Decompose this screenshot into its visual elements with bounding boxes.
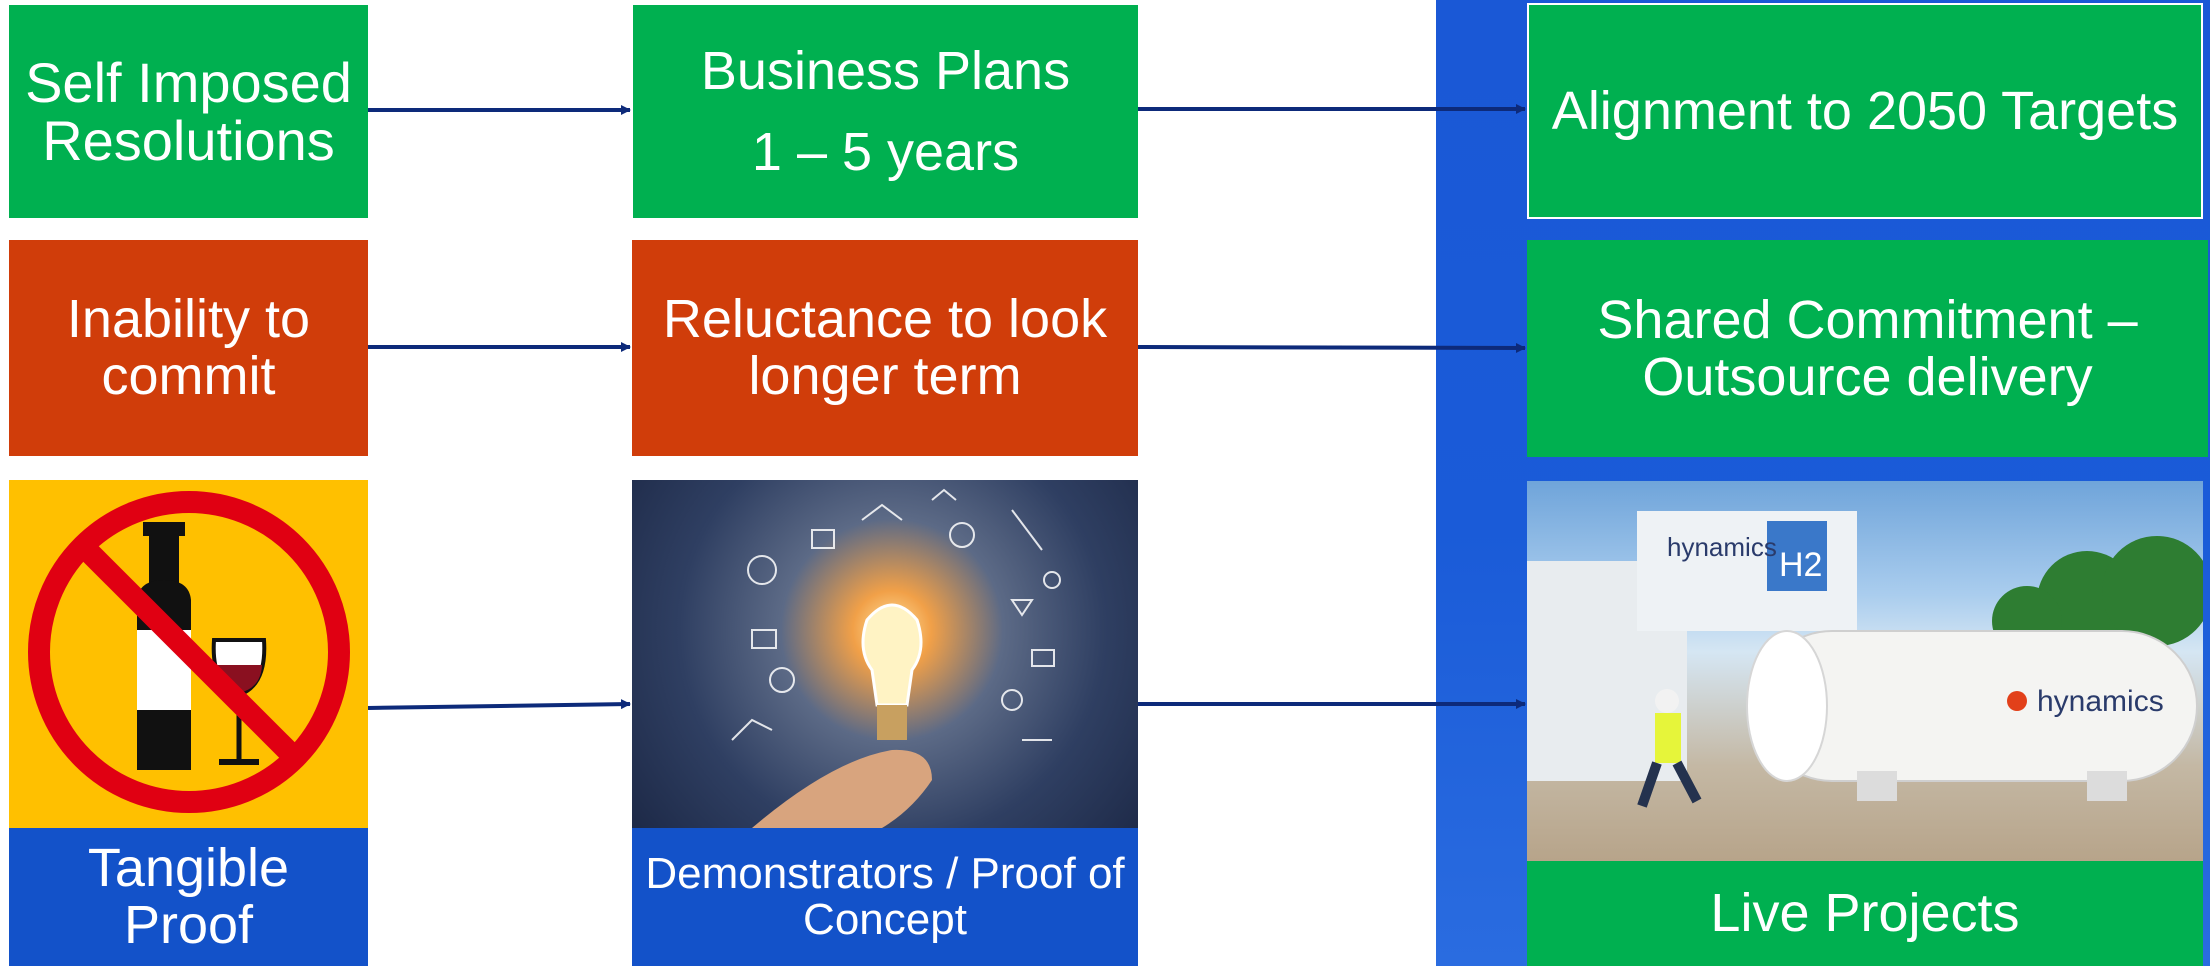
- box-text-line: Tangible: [87, 838, 290, 899]
- box-text-line: Self Imposed: [25, 51, 352, 115]
- box-text-line: Reluctance to look: [662, 289, 1108, 350]
- box-text-line: Proof: [123, 895, 254, 955]
- box-text-line: Outsource delivery: [1642, 346, 2093, 407]
- arrow-r3-c1-c2: [367, 699, 631, 710]
- box-text-line: Live Projects: [1710, 883, 2020, 944]
- hydrogen-tank-photo: H2 hynamics hynamics: [1527, 481, 2203, 861]
- box-text-line: 1 – 5 years: [751, 121, 1020, 182]
- box-text-line: longer term: [748, 346, 1022, 406]
- photo-brand-text: hynamics: [1667, 532, 1777, 562]
- self-imposed-resolutions-box: Self Imposed Resolutions: [9, 5, 368, 218]
- shared-commitment-box: Shared Commitment – Outsource delivery: [1527, 240, 2208, 457]
- demonstrators-label: Demonstrators / Proof of Concept: [632, 828, 1138, 966]
- box-text-line: Inability to: [66, 289, 311, 350]
- reluctance-long-term-box: Reluctance to look longer term: [632, 240, 1138, 456]
- photo-h2-text: H2: [1779, 546, 1822, 584]
- alignment-2050-box: Alignment to 2050 Targets: [1527, 3, 2203, 219]
- box-text-line: Resolutions: [42, 108, 335, 172]
- box-text-line: Alignment to 2050 Targets: [1551, 80, 2179, 141]
- business-plans-box: Business Plans 1 – 5 years: [633, 5, 1138, 218]
- inability-to-commit-box: Inability to commit: [9, 240, 368, 456]
- tangible-proof-label: Tangible Proof: [9, 828, 368, 966]
- arrow-r2-c2-c3: [1137, 342, 1526, 353]
- live-projects-label: Live Projects: [1527, 861, 2203, 966]
- box-text-line: commit: [101, 346, 276, 406]
- box-text-line: Shared Commitment –: [1597, 289, 2138, 350]
- tank-brand-text: hynamics: [2037, 685, 2164, 718]
- box-text-line: Business Plans: [700, 40, 1071, 101]
- box-text-line: Demonstrators / Proof of: [645, 848, 1125, 898]
- no-alcohol-sign-image: [9, 480, 368, 828]
- box-text-line: Concept: [803, 895, 967, 944]
- lightbulb-ideas-image: [632, 480, 1138, 828]
